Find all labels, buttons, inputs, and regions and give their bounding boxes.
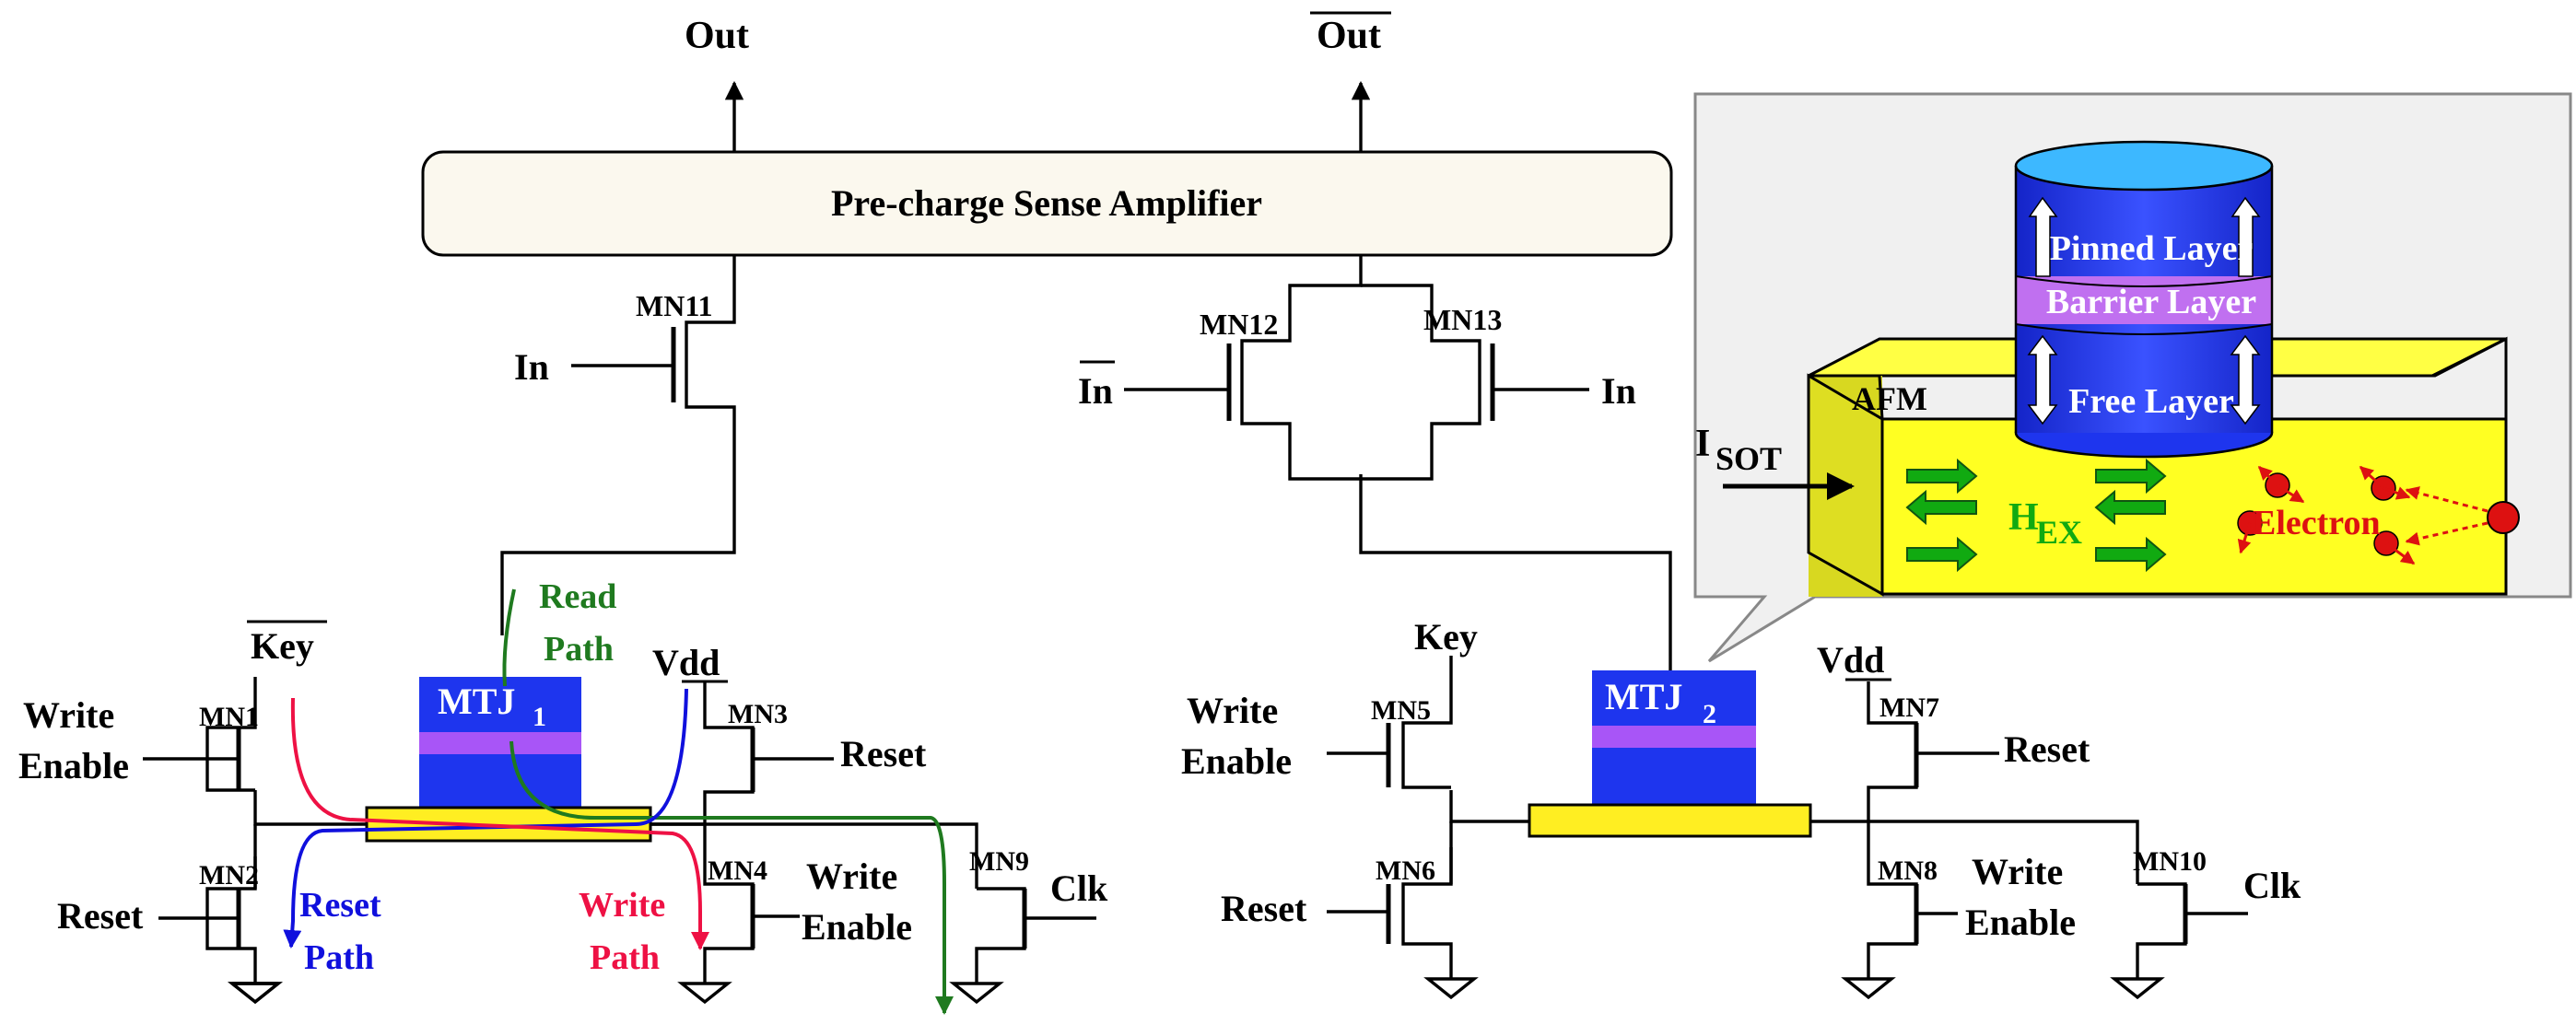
vdd-left-label: Vdd [652,642,720,683]
mn6-label: MN6 [1376,856,1435,886]
mtj1-label: MTJ [438,681,515,722]
electron-label: Electron [2253,504,2381,542]
isot-label: I [1695,423,1710,465]
hex-sub: EX [2036,514,2082,551]
transistor-mn8: MN8 [1841,821,1958,1000]
mtj2-sub: 2 [1703,699,1716,729]
electron-source-icon [2487,501,2520,534]
mtj1: MTJ 1 [419,677,581,811]
barrier-layer-label: Barrier Layer [2046,283,2256,321]
free-layer-label: Free Layer [2068,382,2234,421]
transistor-mn11: MN11 In [500,255,736,635]
in-right-label: In [1601,370,1636,412]
read-path-2: Path [544,630,614,669]
transistor-mn10: MN10 [2110,846,2248,1000]
transistor-mn5: MN5 [1327,656,1453,789]
mn10-label: MN10 [2133,846,2207,877]
mtj-cylinder: Pinned Layer Barrier Layer Free Layer [2014,140,2274,459]
arrow-up-icon [2028,196,2058,277]
clk-right-label: Clk [2243,865,2301,906]
mtj2-label: MTJ [1605,676,1682,717]
pinned-layer-label: Pinned Layer [2050,229,2254,268]
mn11-label: MN11 [636,289,713,322]
arrow-up-icon [2231,196,2261,277]
mtj2: MTJ 2 [1592,670,1756,807]
hex-label: H [2008,496,2039,539]
reset-left-label: Reset [57,895,144,937]
write-path: Write Path [290,697,709,977]
isot-sub: SOT [1715,440,1782,477]
mn4-label: MN4 [708,856,767,886]
sense-amplifier: Pre-charge Sense Amplifier [421,150,1673,257]
we-right-r-1: Write [1972,851,2063,892]
write-enable-right-1: Write [1187,690,1278,731]
output-out: Out [685,15,749,155]
arrow-updown-icon [2230,334,2261,425]
write-path-1: Write [579,886,665,925]
write-enable-left-2: Enable [18,745,129,786]
in-bar-label: In [1078,370,1113,412]
left-cell: MTJ 1 MN1 MN2 MN3 [18,577,1108,1015]
clk-left-label: Clk [1050,867,1108,909]
mn8-label: MN8 [1878,856,1938,886]
key-bar-label: Key [251,625,314,667]
mtj1-sub: 1 [533,702,546,732]
write-enable-left-1: Write [23,694,114,736]
mn7-label: MN7 [1879,693,1939,723]
mn12-label: MN12 [1200,308,1278,341]
we-left-r-2: Enable [802,906,912,948]
transistor-pair-mn12-mn13: MN12 MN13 In In [1078,255,1672,656]
output-out-bar: Out [1310,11,1391,155]
reset-path-2: Path [304,938,374,977]
reset-path-1: Reset [299,886,381,925]
sot-mtj-inset: AFM Pinned Layer Barrier Layer Free Laye… [1693,92,2572,663]
write-enable-right-2: Enable [1181,740,1292,782]
isot-input: I SOT [1695,423,1855,500]
transistor-mn4: MN4 [677,824,800,1005]
mn3-label: MN3 [728,699,788,729]
mn5-label: MN5 [1371,695,1431,726]
sense-amp-label: Pre-charge Sense Amplifier [831,182,1262,224]
write-path-2: Path [590,938,660,977]
transistor-mn7: MN7 [1867,681,1999,821]
read-path-1: Read [539,577,616,616]
we-right-r-2: Enable [1965,902,2076,943]
read-path: Read Path [502,577,954,1015]
transistor-mn3: MN3 [703,681,834,824]
afm-label: AFM [1852,380,1927,417]
reset-right-label: Reset [1221,888,1307,929]
transistor-mn6: MN6 [1327,847,1479,1000]
hex-arrows: H EX [1905,458,2167,573]
mn9-label: MN9 [969,846,1029,877]
key-right-label: Key [1414,616,1478,658]
mn13-label: MN13 [1423,303,1502,336]
vdd-right-label: Vdd [1817,639,1884,681]
heavy-metal-strip-right [1528,803,1812,838]
we-left-r-1: Write [806,856,897,897]
out-bar-label: Out [1317,15,1381,57]
transistor-mn2: MN2 [158,856,283,1005]
out-label: Out [685,15,749,57]
in-left-label: In [514,346,549,388]
reset-path: Reset Path [283,688,688,977]
right-cell: MTJ 2 MN5 MN6 MN7 [1181,616,2301,1000]
transistor-mn1: MN1 [143,677,259,792]
electrons: Electron [2237,465,2520,565]
transistor-mn9: MN9 [949,846,1096,1005]
mn2-label: MN2 [199,860,259,890]
reset-right-r-label: Reset [2004,728,2090,770]
arrow-updown-icon [2027,334,2058,425]
reset-left-r-label: Reset [840,733,927,774]
mn1-label: MN1 [199,702,259,732]
